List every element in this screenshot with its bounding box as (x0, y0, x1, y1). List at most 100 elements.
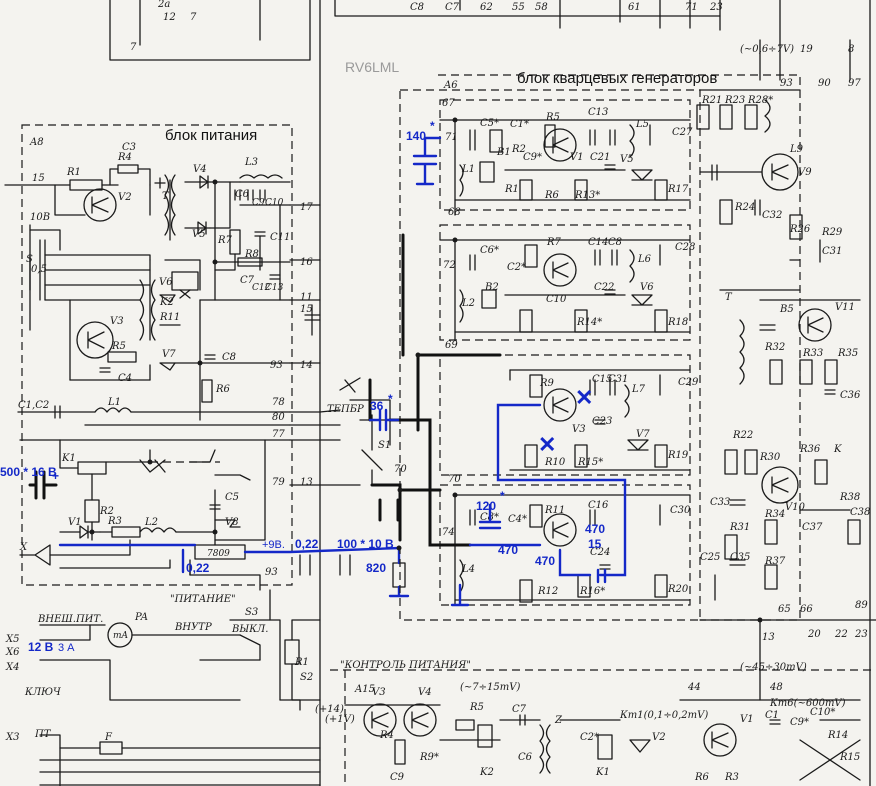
ref-s2: S2 (300, 672, 313, 683)
pin-65: 65 (778, 604, 791, 615)
ref-l6: L6 (637, 254, 652, 265)
ref-l7: L7 (631, 384, 646, 395)
ref-r11-a6: R11 (544, 505, 565, 516)
ref-r32: R32 (764, 342, 785, 353)
ref-r24: R24 (734, 202, 755, 213)
range-f: (+14) (315, 704, 344, 715)
ref-c7-bottom: C7 (512, 704, 527, 715)
ref-r31: R31 (729, 522, 750, 533)
ref-v1: V1 (68, 517, 82, 528)
a6-block-outline (399, 89, 701, 621)
pin-71: 71 (685, 2, 698, 13)
pin-13-right: 13 (762, 632, 775, 643)
ref-l5: L5 (635, 119, 649, 130)
label-10v: 10В (30, 212, 50, 223)
pin-17: 17 (300, 202, 313, 213)
watermark: RV6LML (345, 59, 399, 75)
ref-r2-a6: R2 (511, 144, 526, 155)
a6-section-4-labels: 70 74 C8* C4* R11 C16 C30 C24 L4 R12 R16… (442, 474, 720, 597)
annot-star-140: * (430, 119, 435, 133)
ref-c6: C6 (235, 189, 250, 200)
ref-l4: L4 (461, 564, 475, 575)
annot-12v: 12 В (28, 640, 54, 654)
ref-f: F (104, 732, 113, 743)
label-kontrol: "КОНТРОЛЬ ПИТАНИЯ" (340, 660, 471, 671)
label-vnutr: ВНУТР (174, 622, 212, 633)
pin-23: 23 (709, 2, 723, 13)
ref-r4: R4 (117, 152, 132, 163)
ref-r6: R6 (215, 384, 231, 395)
a6-label: A6 (443, 80, 458, 91)
ref-r30: R30 (759, 452, 781, 463)
a6-section-2-labels: 72 C6* R7 C14 C8 L6 C28 C2* C10 C22 V6 L… (443, 237, 695, 351)
annot-120: 120 (476, 499, 496, 513)
ref-c15: C15 (592, 374, 612, 385)
pin-23-right: 23 (854, 629, 868, 640)
a6-section-3-labels: R9 C15 C31 L7 C29 V3 C23 R10 R15* V7 R19 (539, 374, 699, 468)
label-tepbr: ТЕПБР (327, 404, 364, 415)
ref-v8: V8 (225, 517, 239, 528)
a8-label: A8 (29, 137, 44, 148)
ref-c36: C36 (840, 390, 861, 401)
ref-r1: R1 (66, 167, 81, 178)
cap-022 (299, 554, 311, 576)
pin-7b: 7 (130, 42, 137, 53)
annot-9v: +9В. (262, 539, 285, 551)
pin-79: 79 (272, 477, 285, 488)
ref-c10: C10 (265, 198, 284, 208)
ref-c8-a6: C8 (608, 237, 622, 248)
ref-v6-a6: V6 (640, 282, 654, 293)
ref-v11: V11 (835, 302, 855, 313)
ref-r15-bottom: R15 (839, 752, 860, 763)
pin-72: 72 (443, 260, 456, 271)
ref-v3-a6: V3 (572, 424, 586, 435)
a6-right-wiring (696, 89, 876, 701)
pin-12: 12 (163, 12, 176, 23)
ref-r15s: R15* (577, 457, 603, 468)
ref-r5-bottom: R5 (469, 702, 484, 713)
ref-c28: C28 (675, 242, 695, 253)
annot-820: 820 (366, 561, 386, 575)
pin-93a: 93 (270, 360, 283, 371)
ref-v4-bottom: V4 (418, 687, 432, 698)
pin-74: 74 (442, 527, 455, 538)
annot-022a: 0,22 (295, 537, 319, 551)
ref-s3: S3 (245, 607, 258, 618)
ref-r6-a6: R6 (544, 190, 560, 201)
cap-500uf (28, 470, 58, 500)
ref-c9s-a6: C9* (523, 152, 542, 163)
ref-c16: C16 (588, 500, 609, 511)
blue-ground-l4 (450, 583, 470, 607)
ref-r8: R8 (244, 249, 259, 260)
ref-b1: B1 (496, 147, 511, 158)
ref-r38: R38 (839, 492, 860, 503)
blue-cap-140 (412, 136, 438, 186)
pin-70b: 70 (394, 464, 407, 475)
a6-section-1 (439, 99, 691, 211)
ref-c27: C27 (672, 127, 693, 138)
ref-r28s: R28* (747, 95, 773, 106)
control-block-labels: A15 V3 V4 R4 R9* C9 C7 Z C6 K2 R5 C2* K1… (354, 684, 860, 783)
ref-c24: C24 (590, 547, 610, 558)
ref-l3: L3 (244, 157, 258, 168)
pin-93-right: 93 (780, 78, 793, 89)
blue-cap-15 (596, 568, 607, 584)
top-wiring (109, 0, 871, 786)
ref-v3-bottom: V3 (372, 687, 386, 698)
ref-v9: V9 (798, 167, 812, 178)
annot-36: 36 (370, 399, 384, 413)
ref-r7-a6: R7 (546, 237, 562, 248)
ref-k-a6: K (833, 444, 842, 455)
label-pitanie: "ПИТАНИЕ" (170, 594, 236, 605)
ref-x5: X5 (5, 634, 19, 645)
ref-r11: R11 (159, 312, 180, 323)
ref-r35: R35 (837, 348, 858, 359)
ref-v4: V4 (193, 164, 207, 175)
ref-r34: R34 (764, 509, 785, 520)
pin-8: 8 (848, 44, 854, 55)
ref-c32: C32 (762, 210, 782, 221)
pin-15a: 15 (32, 173, 45, 184)
a8-labels: 15 R1 R4 C3 V4 V2 V5 L3 C6 C9 C10 C11 R7… (18, 142, 313, 578)
pin-70: 70 (448, 474, 461, 485)
